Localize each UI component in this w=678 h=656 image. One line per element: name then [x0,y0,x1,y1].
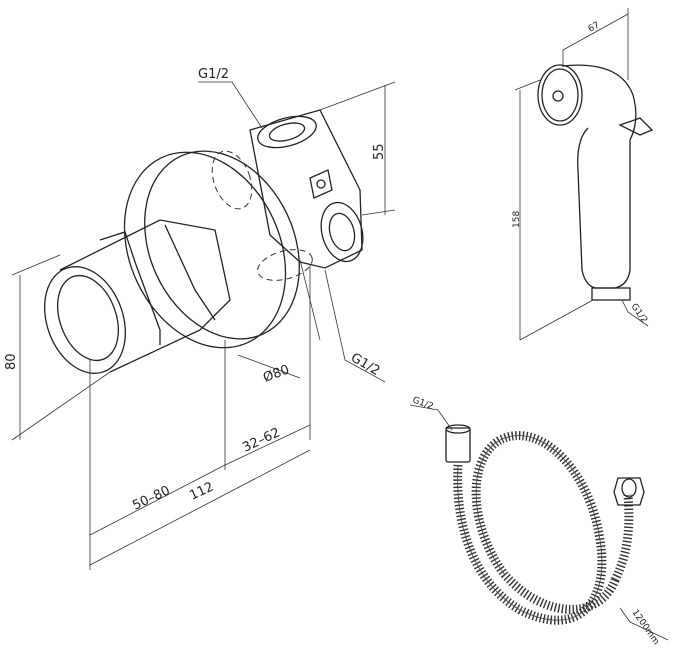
valve-height-80-label: 80 [4,353,19,370]
hand-shower-width-label: 67 [587,20,602,34]
valve-total-length-label: 112 [187,480,216,504]
hand-shower-thread-label: G1/2 [629,302,650,325]
valve-outlet-thread-label: G1/2 [348,350,382,378]
valve-depth-range-label: 32–62 [240,425,282,455]
valve-height-55-label: 55 [372,143,387,160]
hand-shower-height-label: 158 [512,211,522,228]
hose-length-label: 1200mm [630,608,661,647]
hand-shower-drawing [514,8,654,341]
mixer-valve-drawing [11,81,396,570]
hose-drawing [409,404,669,641]
hose-thread-label: G1/2 [411,395,435,412]
valve-inlet-thread-label: G1/2 [198,67,229,82]
valve-handle-range-label: 50–80 [130,483,172,513]
valve-diameter-label: Ø80 [261,363,291,386]
